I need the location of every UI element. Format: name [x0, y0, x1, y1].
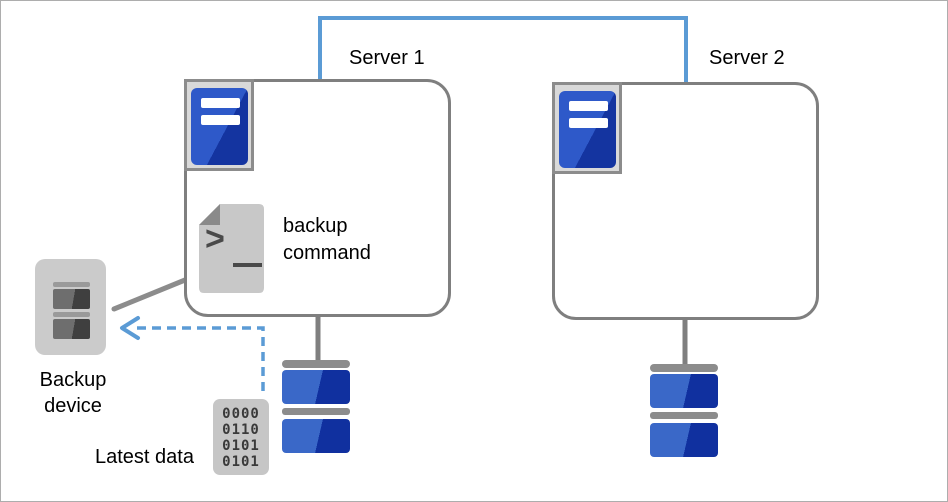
- terminal-document-icon: >: [199, 204, 264, 293]
- server2-server-icon: [552, 82, 622, 174]
- server-tower-shape: [559, 91, 616, 168]
- disk-platter-shape: [650, 423, 718, 457]
- server1-backup-device-link-line: [111, 277, 188, 312]
- disk-cap-shape: [282, 360, 350, 368]
- disk-platter-shape: [650, 374, 718, 408]
- backup-command-label-line2: command: [283, 242, 371, 264]
- server-slot-shape: [201, 98, 240, 108]
- server1-server-icon: [184, 79, 254, 171]
- server1-label: Server 1: [349, 47, 425, 69]
- server-network-link-line: [318, 16, 688, 82]
- backup-device-label: Backup device: [11, 367, 135, 419]
- document-shape: [199, 204, 264, 293]
- disk-platter-shape: [282, 370, 350, 404]
- server1-disk-storage-icon: [282, 360, 350, 453]
- server2-disk-storage-icon: [650, 364, 718, 457]
- backup-device-icon: [35, 259, 106, 355]
- latest-data-label: Latest data: [95, 446, 194, 468]
- binary-row: 0101: [222, 454, 260, 470]
- terminal-cursor-glyph: [233, 263, 262, 267]
- server-slot-shape: [569, 101, 608, 111]
- disk-cap-shape: [650, 364, 718, 372]
- drive-bay-shape: [53, 289, 90, 309]
- disk-platter-shape: [282, 419, 350, 453]
- backup-device-label-line1: Backup: [39, 369, 107, 391]
- disk-cap-shape: [282, 408, 350, 415]
- drive-bay-cap-shape: [53, 282, 90, 287]
- binary-row: 0000: [222, 406, 260, 422]
- binary-data-icon: 0000 0110 0101 0101: [213, 399, 269, 475]
- backup-device-label-line2: device: [44, 395, 102, 417]
- server-tower-shape: [191, 88, 248, 165]
- drive-bay-shape: [53, 319, 90, 339]
- disk-cap-shape: [650, 412, 718, 419]
- drive-bay-cap-shape: [53, 312, 90, 317]
- server2-label: Server 2: [709, 47, 785, 69]
- server-slot-shape: [569, 118, 608, 128]
- backup-flow-dashed-arrow: [133, 326, 265, 391]
- terminal-prompt-glyph: >: [205, 220, 225, 258]
- binary-row: 0110: [222, 422, 260, 438]
- backup-command-label: backup command: [283, 213, 371, 267]
- binary-row: 0101: [222, 438, 260, 454]
- backup-command-label-line1: backup: [283, 215, 348, 237]
- server-slot-shape: [201, 115, 240, 125]
- backup-flow-arrowhead-icon: [120, 316, 140, 340]
